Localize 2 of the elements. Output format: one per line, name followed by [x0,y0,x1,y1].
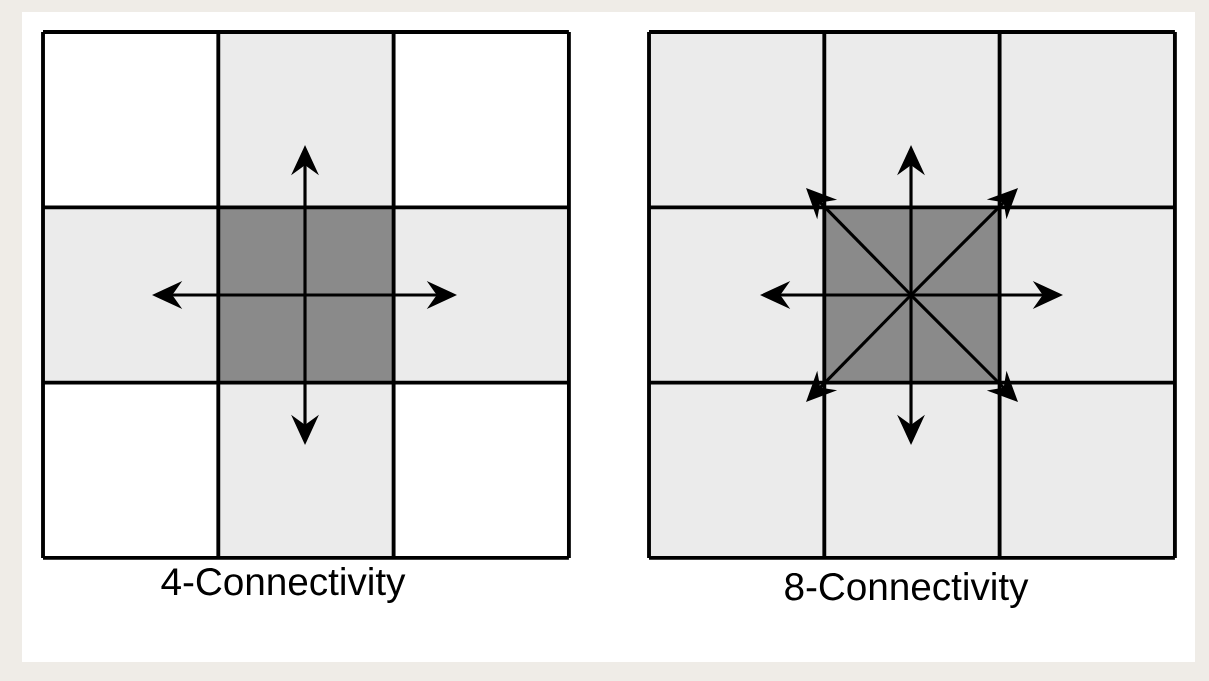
caption-text: 4-Connectivity [161,567,406,603]
caption-text: 8-Connectivity [785,572,1029,608]
